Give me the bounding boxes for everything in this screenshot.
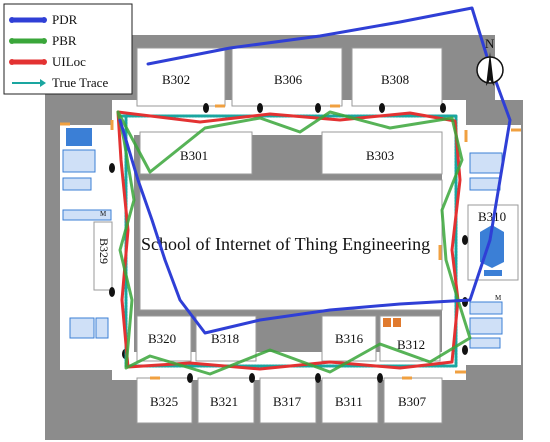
room-label-b320: B320 [148, 331, 176, 346]
room-b308 [351, 47, 443, 107]
room-label-b325: B325 [150, 394, 178, 409]
uiloc-path [116, 110, 462, 371]
room-b317 [259, 377, 317, 424]
room-label-b329: B329 [97, 238, 111, 264]
trajectories [116, 6, 512, 376]
legend-item-pdr: PDR [9, 12, 78, 27]
legend-label-pbr: PBR [52, 33, 77, 48]
left-lab-desks [62, 149, 112, 339]
room-label-b302: B302 [162, 72, 190, 87]
legend-label-uiloc: UILoc [52, 54, 86, 69]
compass-rose: N [476, 36, 504, 86]
legend-label-true-trace: True Trace [52, 75, 108, 90]
pbr-path [116, 110, 472, 376]
legend-label-pdr: PDR [52, 12, 78, 27]
legend-item-true-trace: True Trace [12, 75, 108, 90]
b310-equipment [480, 225, 504, 276]
legend-item-pbr: PBR [9, 33, 77, 48]
legend-item-uiloc: UILoc [9, 54, 86, 69]
access-point-markers [109, 103, 468, 383]
room-label-b321: B321 [210, 394, 238, 409]
room-label-b311: B311 [335, 394, 363, 409]
compass-north-label: N [485, 36, 495, 51]
inner-courtyard [139, 179, 443, 311]
room-b325 [136, 377, 193, 424]
room-b321 [197, 377, 255, 424]
pdr-path [118, 6, 512, 335]
room-label-b316: B316 [335, 331, 364, 346]
legend: PDR PBR UILoc True Trace [3, 3, 133, 95]
right-lab-desks [469, 152, 503, 349]
room-b307 [383, 377, 443, 424]
room-b316 [321, 315, 377, 362]
doors [60, 104, 521, 380]
room-label-b306: B306 [274, 72, 303, 87]
room-b320 [136, 315, 192, 362]
room-label-b308: B308 [381, 72, 409, 87]
room-label-b307: B307 [398, 394, 427, 409]
room-b306 [231, 47, 343, 107]
marker-m-right: M [495, 294, 502, 302]
equipment-blue-panel [66, 128, 92, 146]
room-b329 [93, 221, 113, 291]
marker-m-left: M [100, 210, 107, 218]
room-label-b303: B303 [366, 148, 394, 163]
room-b318 [195, 315, 257, 362]
room-b311 [321, 377, 379, 424]
room-label-b301: B301 [180, 148, 208, 163]
orange-boxes [383, 318, 401, 327]
room-b303 [321, 131, 443, 175]
building-title: School of Internet of Thing Engineering [141, 234, 430, 254]
room-label-b318: B318 [211, 331, 239, 346]
room-label-b310: B310 [478, 209, 506, 224]
room-label-b317: B317 [273, 394, 302, 409]
room-label-b312: B312 [397, 337, 425, 352]
